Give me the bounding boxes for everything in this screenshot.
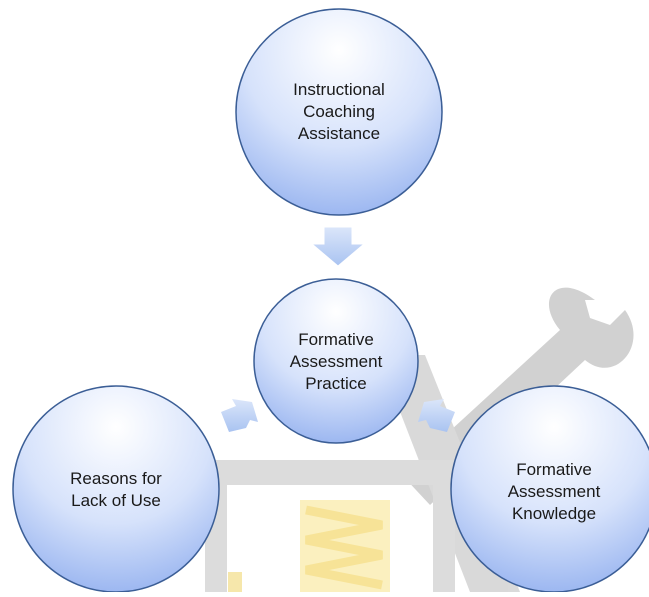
node-instructional-coaching xyxy=(235,8,443,216)
node-label-instructional-coaching: Instructional Coaching Assistance xyxy=(293,80,385,143)
watermark-frame xyxy=(205,460,455,485)
node-label-reasons-lack-of-use: Reasons for Lack of Use xyxy=(70,469,162,510)
node-formative-practice xyxy=(253,278,419,444)
arrow-down-icon xyxy=(310,226,366,267)
nodes xyxy=(12,8,649,593)
arrow-left-up-icon xyxy=(418,399,455,432)
arrow-right-up-icon xyxy=(221,399,258,432)
arrows xyxy=(221,226,455,432)
node-label-formative-knowledge: Formative Assessment Knowledge xyxy=(507,460,601,523)
node-label-formative-practice: Formative Assessment Practice xyxy=(289,330,383,393)
